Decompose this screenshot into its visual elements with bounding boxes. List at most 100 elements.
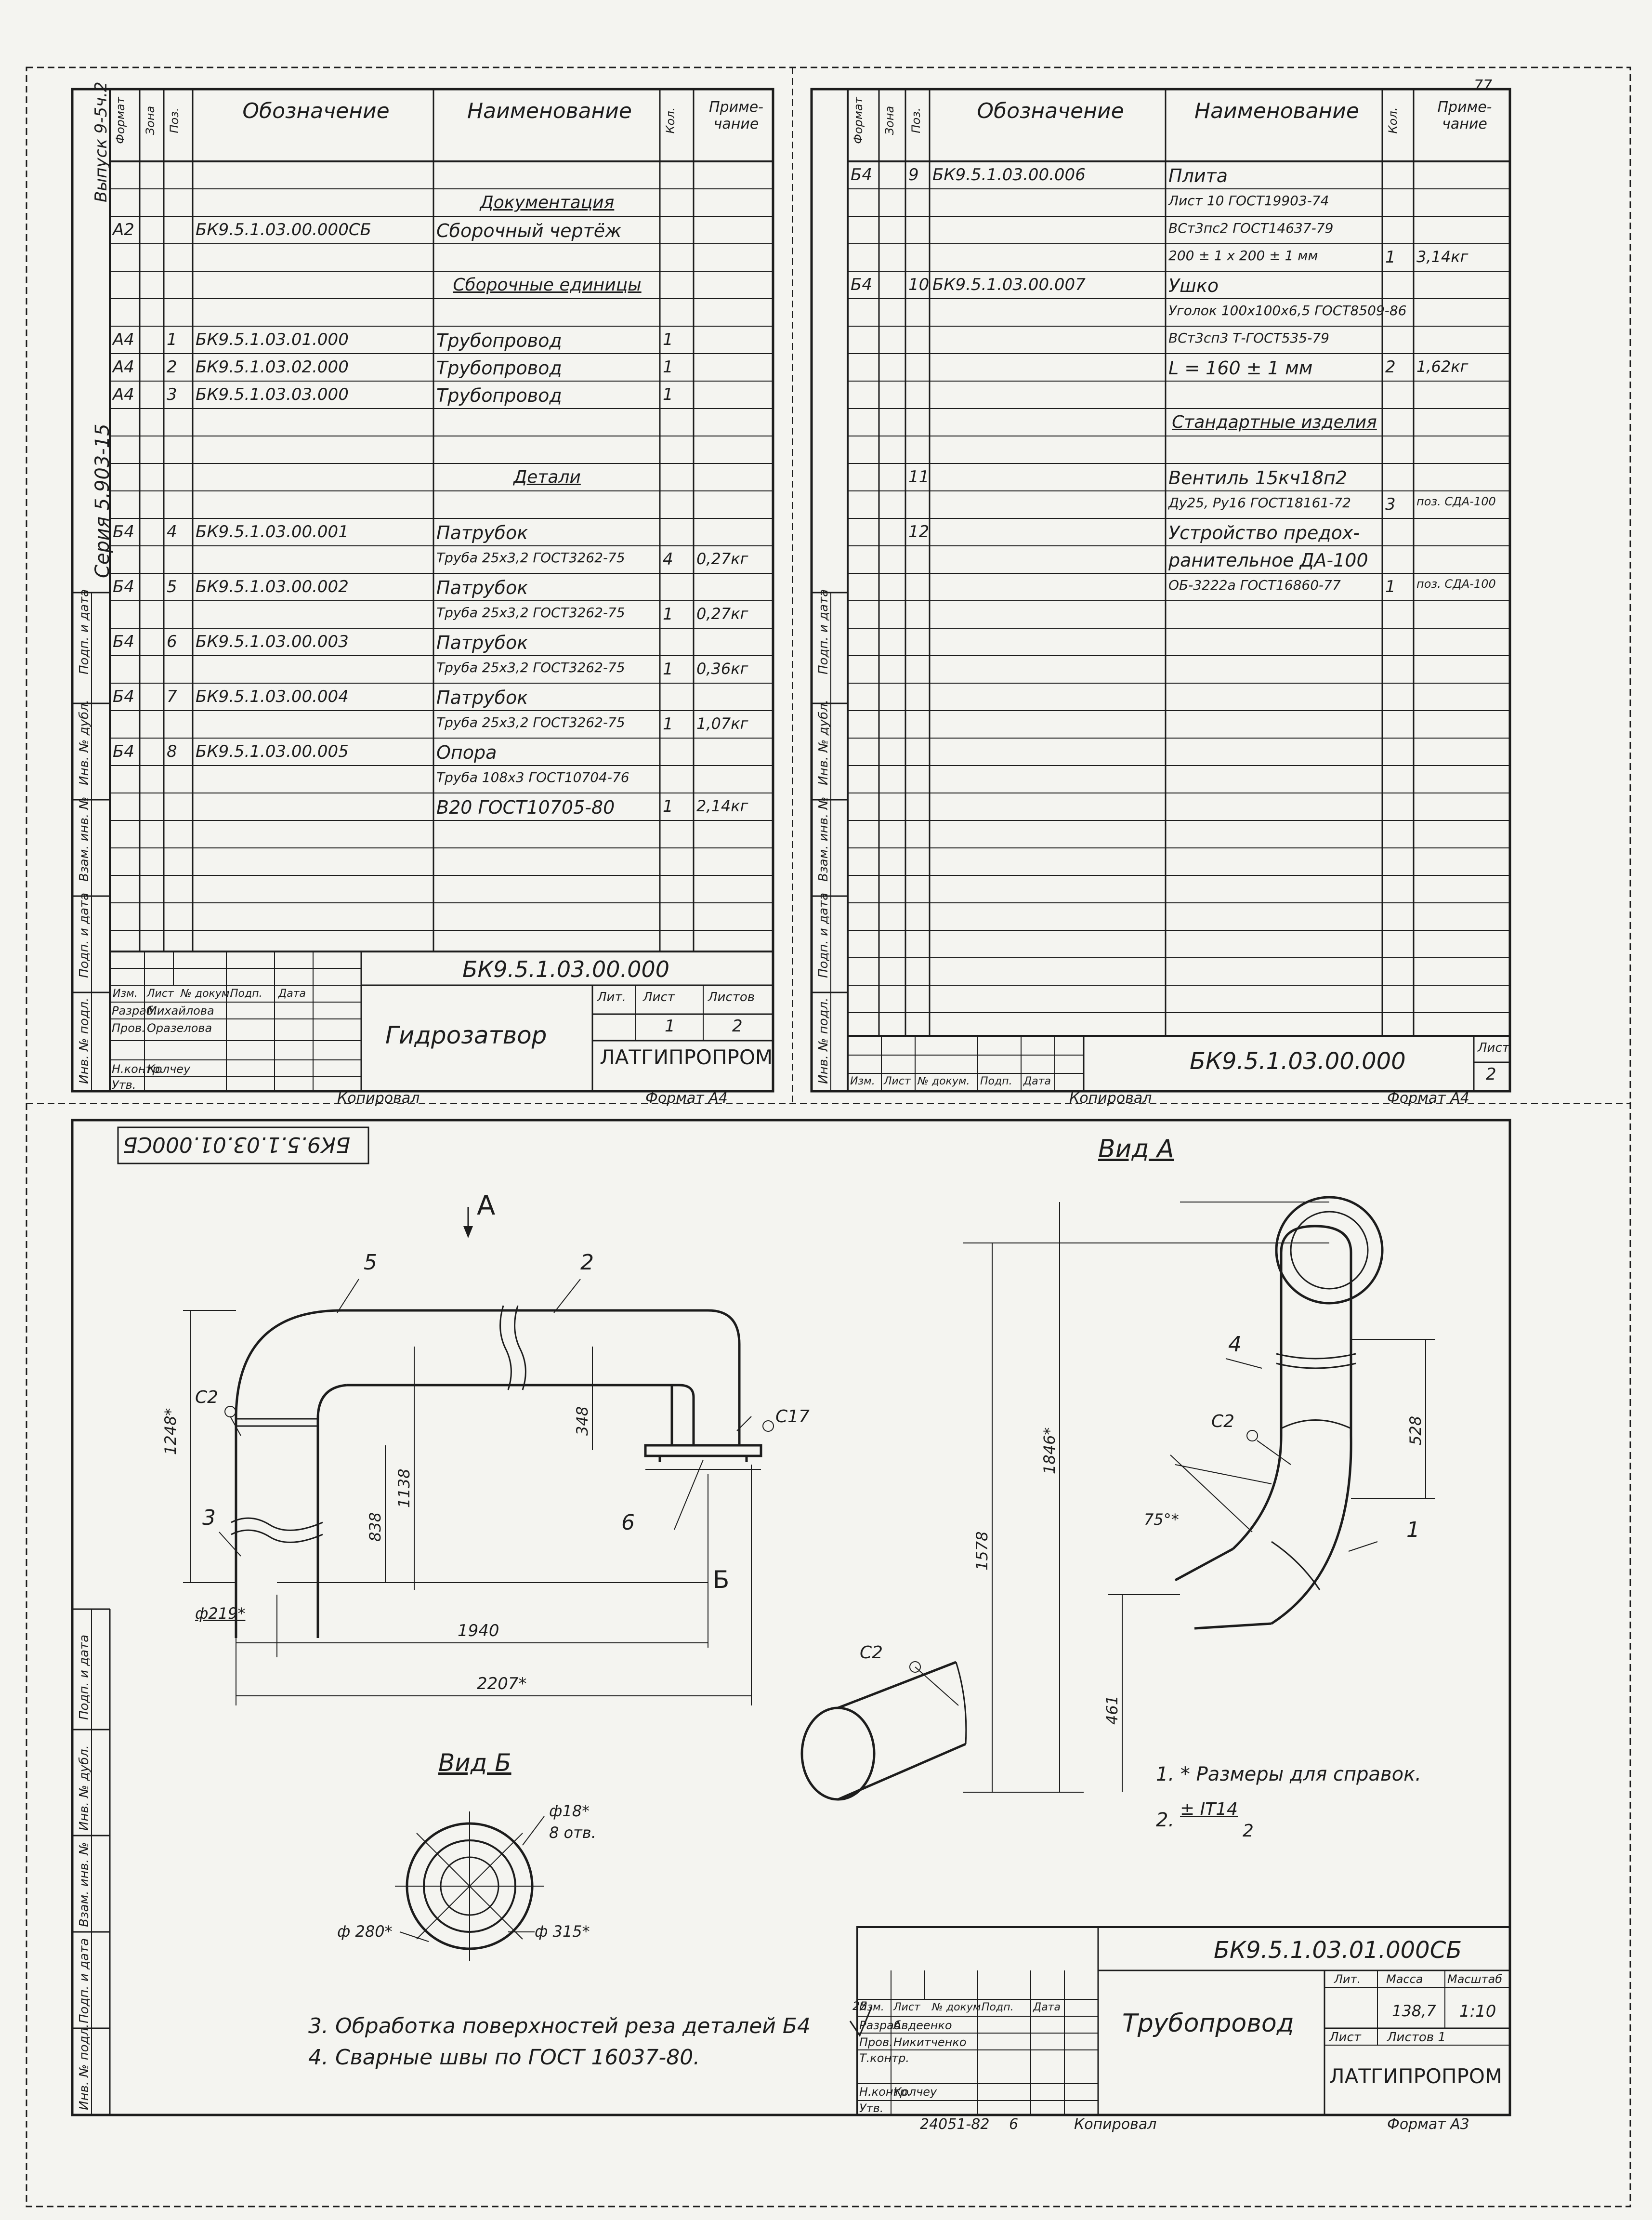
spec-cell-prim: 0,27кг (696, 605, 748, 623)
s3-stamp-code: БК9.5.1.03.01.000СБ (1214, 1937, 1462, 1964)
weld-c2-a: С2 (195, 1388, 219, 1407)
dim-18: ф18* (549, 1802, 590, 1820)
spec-cell-naim: Вентиль 15кч18п2 (1168, 467, 1348, 489)
view-a-title: Вид А (1098, 1135, 1174, 1163)
s3-stamp-r4-role: Н.контр. (859, 2085, 911, 2099)
s2-stamp-list: 2 (1486, 1065, 1496, 1084)
spec-cell-kol: 1 (663, 660, 673, 679)
s3-stamp-org: ЛАТГИПРОПРОМ (1329, 2064, 1503, 2088)
spec-cell-oboz: БК9.5.1.03.03.000 (196, 385, 349, 404)
spec-cell-fmt: Б4 (113, 687, 134, 706)
arrow-a-label: А (477, 1190, 496, 1221)
s3-stamp-r1-role: Разраб. (859, 2019, 905, 2032)
spec-cell-naim: В20 ГОСТ10705-80 (436, 797, 615, 818)
spec-cell-oboz: БК9.5.1.03.00.001 (196, 522, 349, 542)
spec-cell-poz: 9 (908, 165, 919, 185)
spec-cell-naim: ОБ-3222а ГОСТ16860-77 (1168, 577, 1341, 593)
s3-stamp-list2-h: Лист (893, 2001, 920, 2013)
dim-1578: 1578 (973, 1531, 991, 1571)
s3-stamp-r5-role: Утв. (859, 2101, 884, 2115)
s1-stamp-code: БК9.5.1.03.00.000 (462, 956, 669, 982)
note-4: 4. Сварные швы по ГОСТ 16037-80. (308, 2045, 700, 2070)
s1-stamp-r1-name: Михайлова (147, 1004, 214, 1018)
spec-cell-oboz: БК9.5.1.03.00.006 (932, 165, 1086, 185)
s3-stamp-listov-h: Листов 1 (1387, 2030, 1446, 2045)
s3-stamp-list-h: Лист (1329, 2030, 1361, 2045)
spec-cell-naim: Ушко (1168, 275, 1219, 296)
s3-stamp-name: Трубопровод (1122, 2009, 1294, 2038)
s3-stamp-massa: 138,7 (1392, 2002, 1436, 2020)
spec-cell-kol: 2 (1385, 357, 1396, 377)
pipe-front-view (231, 1305, 762, 1638)
s2-format: Формат А4 (1387, 1090, 1469, 1107)
spec-cell-oboz: БК9.5.1.03.01.000 (196, 330, 349, 349)
weld-c2-b: С2 (1211, 1412, 1235, 1431)
s1-stamp-name: Гидрозатвор (385, 1021, 547, 1049)
spec-cell-naim: Трубопровод (436, 385, 562, 406)
s2-stamp-code: БК9.5.1.03.00.000 (1190, 1048, 1406, 1075)
spec-cell-naim: ВСт3пс2 ГОСТ14637-79 (1168, 220, 1334, 236)
spec-cell-fmt: А2 (113, 220, 134, 239)
pipe-view-a (800, 1196, 1384, 1801)
sheet3-frame (71, 1119, 1511, 2116)
s3-format: Формат А3 (1387, 2116, 1469, 2133)
s2-stamp-podp-h: Подп. (980, 1075, 1012, 1087)
s1-stamp-r3-role: Н.контр. (112, 1062, 164, 1076)
pos-4: 4 (1228, 1332, 1242, 1357)
spec-cell-kol: 1 (663, 605, 673, 624)
s1-stamp-list-h: Лист (643, 990, 675, 1004)
spec-cell-naim: Патрубок (436, 522, 528, 543)
view-b-title: Вид Б (438, 1749, 511, 1777)
s1-kopir: Копировал (337, 1090, 420, 1107)
spec-cell-poz: 4 (167, 522, 177, 542)
spec-cell-fmt: Б4 (113, 577, 134, 596)
dim-461: 461 (1103, 1695, 1121, 1725)
spec-cell-prim: 1,62кг (1416, 357, 1468, 376)
s3-stamp-r2-name: Никитченко (893, 2035, 967, 2049)
dim-1248: 1248* (161, 1408, 180, 1455)
spec-header-prim: Приме- чание (708, 99, 763, 132)
note-2-b: ± IT14 (1180, 1799, 1238, 1819)
spec-cell-naim: Трубопровод (436, 357, 562, 379)
spec-cell-poz: 11 (908, 467, 930, 487)
spec-cell-naim: Труба 25х3,2 ГОСТ3262-75 (436, 550, 625, 566)
spec-header-oboz: Обозначение (242, 99, 390, 123)
s1-stamp-r3-name: Колчеу (147, 1062, 191, 1076)
corner-page: 77 (1474, 77, 1493, 94)
spec-cell-kol: 1 (663, 385, 673, 404)
s3-stamp-massa-h: Масса (1386, 1972, 1423, 1986)
spec-cell-naim: ВСт3сп3 Т-ГОСТ535-79 (1168, 330, 1329, 346)
spec-cell-prim: 1,07кг (696, 714, 748, 733)
s2-stamp-data-h: Дата (1023, 1075, 1051, 1087)
s1-format: Формат А4 (645, 1090, 728, 1107)
spec-cell-naim: L = 160 ± 1 мм (1168, 357, 1313, 379)
note-2-c: 2 (1243, 1821, 1254, 1841)
dim-otv: 8 отв. (549, 1824, 596, 1842)
s1-stamp-r1-role: Разраб. (112, 1004, 157, 1018)
dim-1940: 1940 (458, 1621, 499, 1640)
s1-stamp-org: ЛАТГИПРОПРОМ (600, 1045, 773, 1069)
spec-cell-fmt: Б4 (113, 632, 134, 651)
dim-1138: 1138 (395, 1468, 413, 1508)
note-1: 1. * Размеры для справок. (1156, 1763, 1421, 1785)
s3-kopir: Копировал (1074, 2116, 1157, 2133)
weld-c17: С17 (775, 1407, 810, 1427)
s1-stamp-r2-role: Пров. (112, 1021, 145, 1035)
spec-cell-naim: Документация (480, 193, 615, 212)
spec-cell-naim: Трубопровод (436, 330, 562, 351)
spec-cell-oboz: БК9.5.1.03.00.000СБ (196, 220, 371, 239)
spec-cell-oboz: БК9.5.1.03.02.000 (196, 357, 349, 377)
spec-cell-poz: 12 (908, 522, 930, 542)
note-2-a: 2. (1156, 1809, 1175, 1831)
sheet1-stamp-grid (109, 951, 774, 1092)
s3-bottom-num: 6 (1009, 2116, 1019, 2133)
spec-cell-prim: 3,14кг (1416, 248, 1468, 266)
s1-stamp-ndok-h: № докум. (181, 988, 233, 1000)
arrow-b-label: Б (713, 1566, 730, 1594)
spec-cell-naim: Сборочный чертёж (436, 220, 622, 241)
s1-stamp-r2-name: Оразелова (147, 1021, 212, 1035)
spec-cell-naim: Патрубок (436, 577, 528, 598)
sheet2-grid (812, 89, 1511, 1092)
spec-cell-oboz: БК9.5.1.03.00.005 (196, 742, 349, 761)
